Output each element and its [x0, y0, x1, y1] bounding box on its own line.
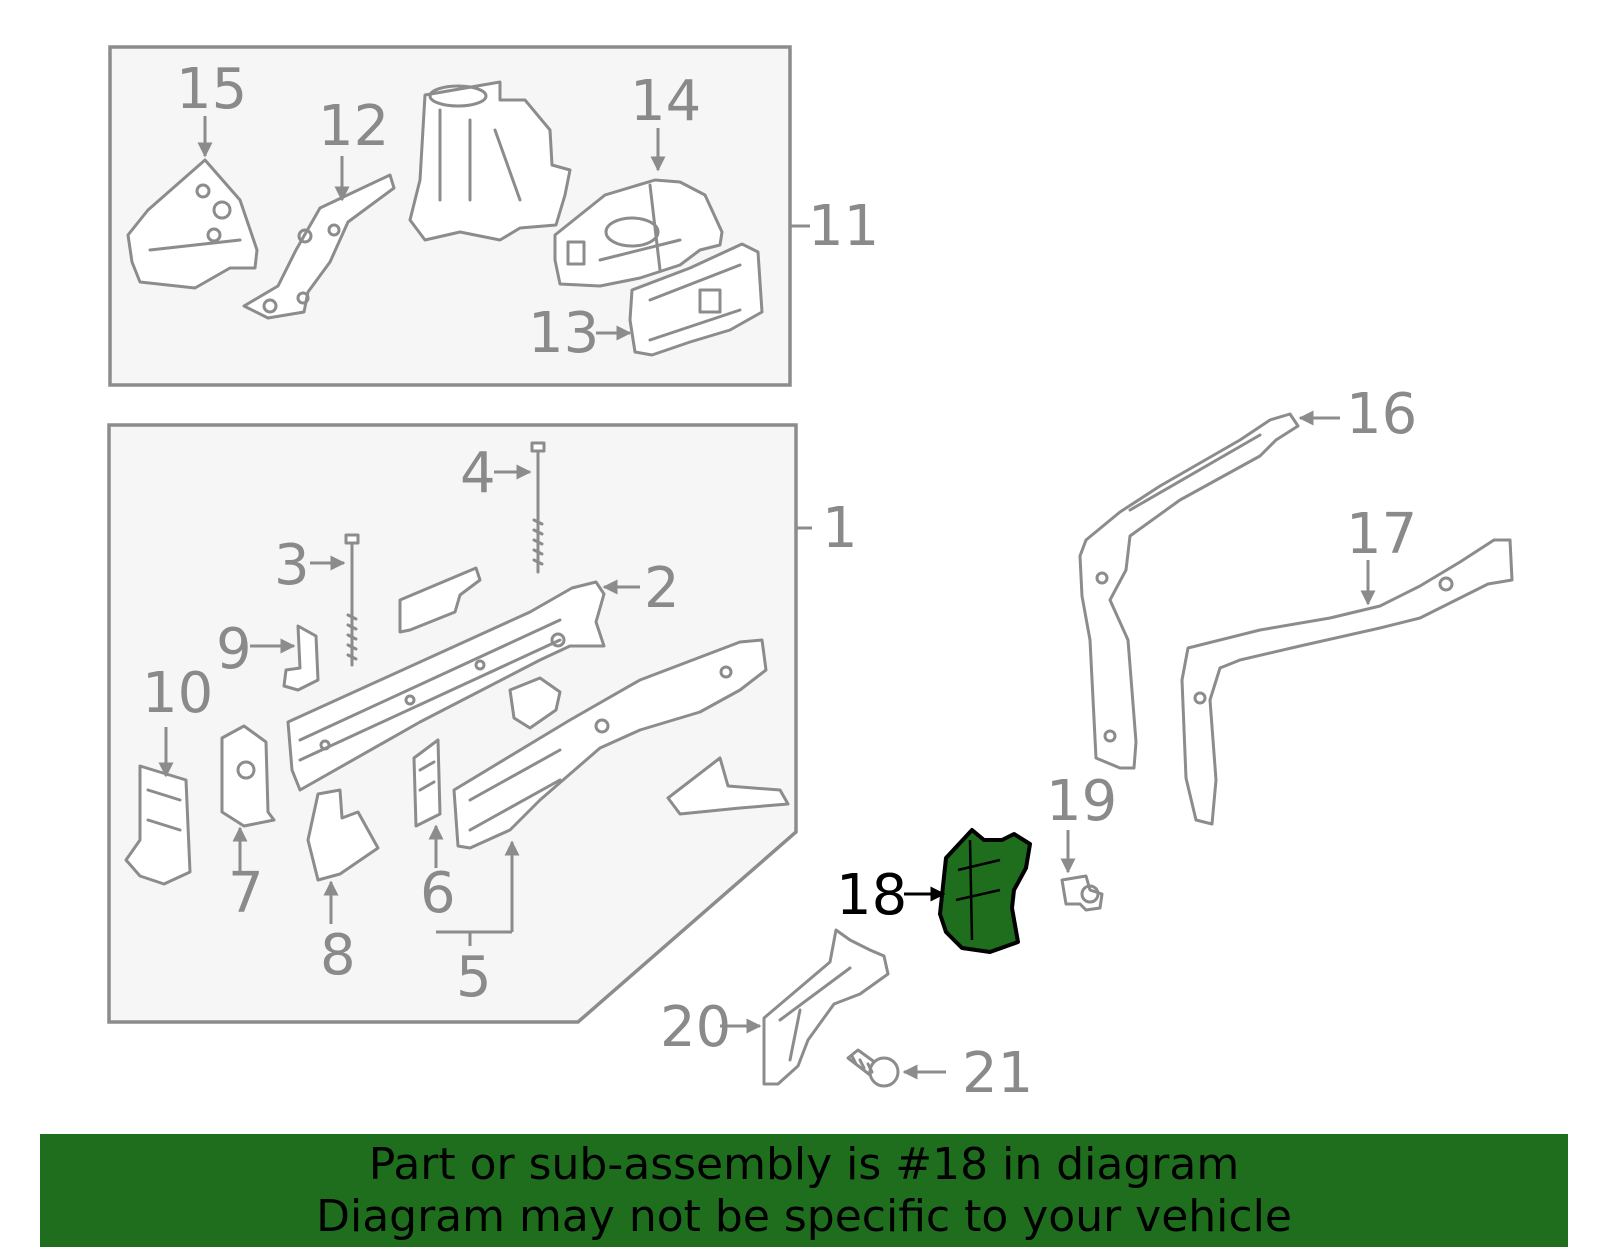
- part-9-drawing[interactable]: [282, 624, 320, 692]
- callout-17[interactable]: 17: [1346, 502, 1417, 567]
- callout-7[interactable]: 7: [228, 861, 264, 926]
- part-17-drawing[interactable]: [1180, 538, 1514, 826]
- part-16-drawing[interactable]: [1078, 412, 1300, 770]
- banner-line-1: Part or sub-assembly is #18 in diagram: [368, 1139, 1240, 1190]
- callout-1[interactable]: 1: [822, 496, 858, 561]
- part-15-drawing[interactable]: [126, 158, 259, 290]
- callout-20[interactable]: 20: [660, 995, 731, 1060]
- callout-11[interactable]: 11: [808, 194, 879, 259]
- banner-line-2: Diagram may not be specific to your vehi…: [316, 1191, 1292, 1242]
- callout-13[interactable]: 13: [528, 301, 599, 366]
- callout-6[interactable]: 6: [420, 861, 456, 926]
- part-3-drawing[interactable]: [344, 533, 360, 667]
- callout-21[interactable]: 21: [962, 1041, 1033, 1106]
- part-14-drawing[interactable]: [553, 178, 724, 288]
- part-20-drawing[interactable]: [762, 928, 890, 1086]
- part-10-drawing[interactable]: [124, 764, 192, 886]
- part-19-drawing[interactable]: [1060, 874, 1104, 912]
- callout-4[interactable]: 4: [460, 441, 496, 506]
- bracket-lower-right-drawing: [666, 756, 790, 816]
- bracket-center-drawing: [508, 676, 562, 730]
- part-13-drawing[interactable]: [628, 242, 764, 357]
- callout-15[interactable]: 15: [176, 57, 247, 122]
- callout-5[interactable]: 5: [456, 945, 492, 1010]
- callout-2[interactable]: 2: [644, 556, 680, 621]
- part-4-drawing[interactable]: [530, 441, 546, 574]
- callout-19[interactable]: 19: [1046, 769, 1117, 834]
- callout-3[interactable]: 3: [274, 533, 310, 598]
- callout-12[interactable]: 12: [318, 94, 389, 159]
- part-2-drawing[interactable]: [286, 580, 606, 792]
- part-6-drawing[interactable]: [412, 738, 442, 828]
- apron-upper-drawing: [408, 80, 572, 242]
- part-7-drawing[interactable]: [220, 724, 276, 828]
- part-21-drawing[interactable]: [846, 1048, 900, 1088]
- callout-16[interactable]: 16: [1346, 382, 1417, 447]
- callout-10[interactable]: 10: [142, 661, 213, 726]
- callout-14[interactable]: 14: [630, 69, 701, 134]
- callout-18[interactable]: 18: [836, 863, 907, 928]
- part-8-drawing[interactable]: [306, 788, 380, 882]
- notice-banner: Part or sub-assembly is #18 in diagram D…: [40, 1134, 1568, 1247]
- part-12-drawing[interactable]: [242, 173, 396, 320]
- part-18-drawing[interactable]: [938, 828, 1032, 954]
- callout-8[interactable]: 8: [320, 923, 356, 988]
- part-5-drawing[interactable]: [452, 638, 768, 850]
- callout-9[interactable]: 9: [216, 617, 252, 682]
- subassembly-box-1: [107, 423, 798, 1024]
- bracket-upper-drawing: [398, 566, 482, 634]
